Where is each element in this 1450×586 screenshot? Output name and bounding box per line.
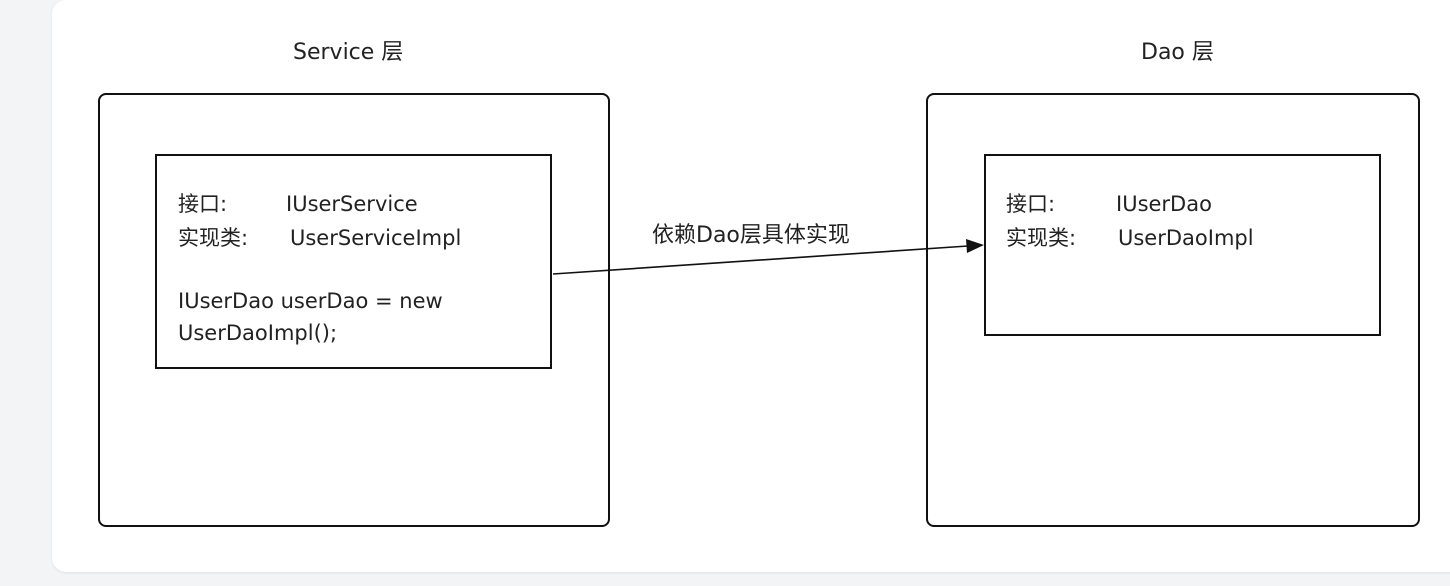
service-impl-value: UserServiceImpl — [290, 226, 462, 250]
dao-layer-title: Dao 层 — [1141, 40, 1214, 65]
service-code-line-1: IUserDao userDao = new — [178, 289, 443, 313]
service-impl-label: 实现类: — [178, 226, 249, 250]
dao-interface-value: IUserDao — [1116, 192, 1212, 216]
service-interface-label: 接口: — [178, 192, 228, 216]
dao-class-box: 接口: IUserDao 实现类: UserDaoImpl — [984, 154, 1381, 336]
dependency-edge-label: 依赖Dao层具体实现 — [652, 217, 850, 249]
dao-impl-label: 实现类: — [1006, 226, 1077, 250]
dependency-arrow-line — [552, 245, 969, 275]
dependency-arrowhead — [966, 239, 984, 253]
dao-interface-label: 接口: — [1006, 192, 1056, 216]
dao-impl-value: UserDaoImpl — [1118, 226, 1254, 250]
service-code-line-2: UserDaoImpl(); — [178, 321, 338, 345]
service-layer-title: Service 层 — [293, 40, 404, 65]
service-class-box: 接口: IUserService 实现类: UserServiceImpl IU… — [155, 154, 552, 369]
service-interface-value: IUserService — [286, 192, 418, 216]
